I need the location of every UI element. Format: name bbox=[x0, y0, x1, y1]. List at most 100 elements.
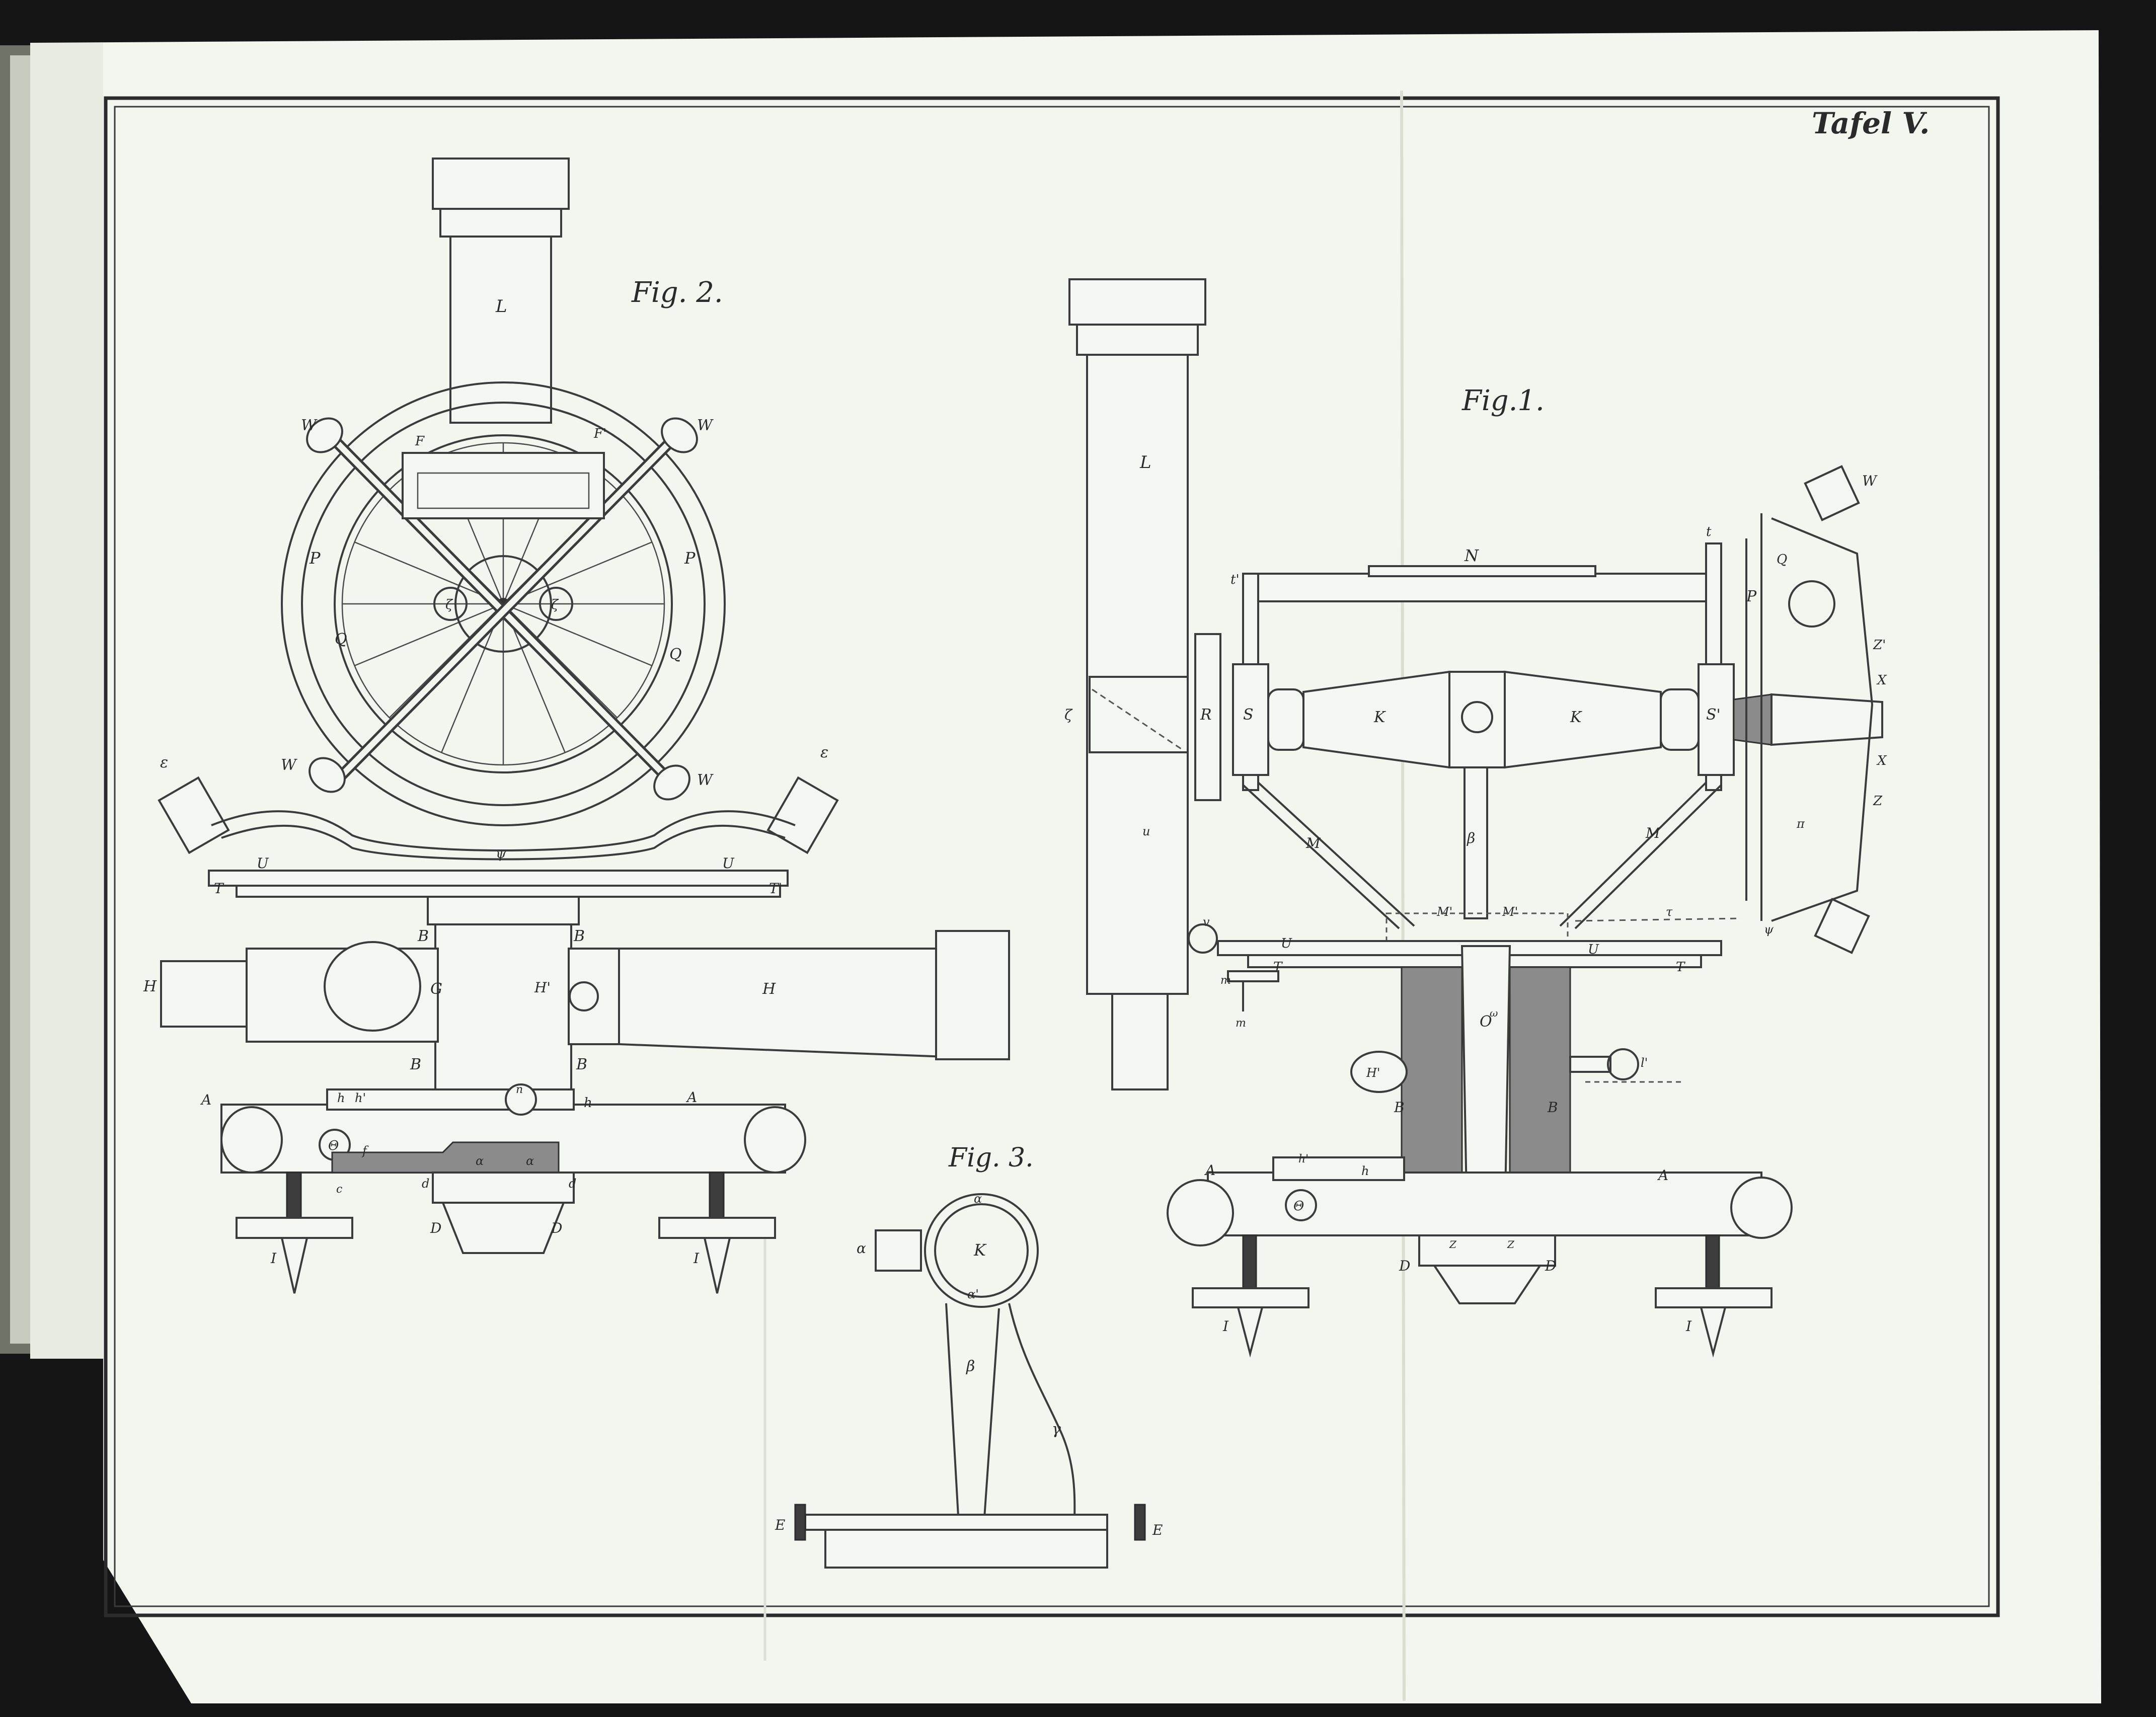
fig1-section-left bbox=[1401, 966, 1463, 1195]
fig1-base-right-cap bbox=[1730, 1177, 1793, 1239]
figure-1: Fig.1. L u v N t t' R S S' K bbox=[1064, 278, 1887, 1358]
fig2-label-G: G bbox=[430, 980, 442, 998]
fig1-label-D1: D bbox=[1399, 1258, 1410, 1274]
fig2-title: Fig. 2. bbox=[631, 276, 723, 309]
fig1-label-psi: ψ bbox=[1764, 922, 1774, 936]
fig2-eyepiece-ring bbox=[439, 208, 562, 238]
fig1-label-L: L bbox=[1139, 452, 1151, 473]
fig2-counterweight-G bbox=[324, 941, 421, 1032]
fig2-level-frame bbox=[402, 452, 605, 519]
fig2-label-H2: H bbox=[762, 980, 776, 998]
fig2-label-T-prime: T' bbox=[769, 880, 782, 897]
fig1-strut-right bbox=[1574, 784, 1722, 929]
fig2-label-L: L bbox=[495, 296, 507, 317]
fig2-curved-support-lower bbox=[221, 824, 786, 861]
fig2-base-right-cap bbox=[744, 1106, 806, 1174]
fig1-eyepiece-ring bbox=[1076, 324, 1199, 356]
fig1-label-m2: m bbox=[1236, 1017, 1246, 1030]
fig2-label-eps1: ε bbox=[160, 754, 168, 771]
fig2-outer-ring bbox=[281, 381, 726, 826]
fig1-label-X1: X bbox=[1876, 673, 1887, 688]
fig2-label-alpha2: α bbox=[526, 1154, 534, 1168]
plate-border-inner bbox=[114, 106, 1990, 1607]
fig2-label-zeta-1: ζ bbox=[445, 597, 453, 612]
fig2-label-h1: h bbox=[337, 1091, 345, 1105]
paper-fold-strip bbox=[30, 43, 103, 1359]
fig1-label-Q: Q bbox=[1777, 552, 1787, 567]
fig2-hub bbox=[454, 555, 552, 653]
binding-edge bbox=[10, 55, 30, 1344]
fig1-label-l-prime: l' bbox=[1641, 1056, 1648, 1070]
fig3-bar bbox=[804, 1514, 1108, 1531]
fig1-label-B1: B bbox=[1394, 1099, 1405, 1116]
fig1-label-U2: U bbox=[1588, 942, 1599, 957]
fig1-label-omega: ω bbox=[1490, 1007, 1498, 1019]
fig1-label-I2: I bbox=[1685, 1318, 1692, 1335]
fig2-plate-T bbox=[236, 885, 781, 898]
fig2-side-scopes bbox=[158, 776, 839, 854]
fig1-label-N: N bbox=[1464, 546, 1479, 565]
fig2-microscopes bbox=[306, 417, 698, 801]
fig1-label-Z: Z bbox=[1873, 794, 1883, 809]
fig1-telescope-tube bbox=[1086, 354, 1189, 995]
fig2-label-F: F bbox=[415, 434, 425, 449]
fig2-label-B4: B bbox=[576, 1056, 587, 1073]
fig1-base-left-cap bbox=[1167, 1179, 1234, 1246]
fig2-H-prime-knob bbox=[569, 981, 599, 1011]
fig2-label-d1: d bbox=[422, 1177, 429, 1191]
fig2-label-h-prime: h' bbox=[355, 1091, 366, 1105]
fig1-label-A1: A bbox=[1204, 1162, 1215, 1179]
fig2-label-psi: ψ bbox=[496, 846, 506, 862]
fig1-label-P: P bbox=[1746, 588, 1757, 605]
fig3-curve-gamma bbox=[1008, 1303, 1076, 1525]
fig2-label-I2: I bbox=[693, 1250, 700, 1267]
fig1-label-K1: K bbox=[1373, 709, 1386, 726]
fig3-end-screw-right bbox=[1134, 1504, 1146, 1541]
fig2-base-D-collar bbox=[432, 1172, 575, 1204]
fig1-label-u: u bbox=[1142, 824, 1150, 838]
fig1-microscope-top bbox=[1804, 465, 1860, 521]
fig1-prism-diagonal bbox=[1092, 688, 1183, 751]
fig1-label-M1: M bbox=[1305, 835, 1321, 851]
fig1-screw-l-prime bbox=[1569, 1056, 1611, 1073]
fig2-H-right-tube bbox=[618, 948, 947, 1058]
fig1-label-K2: K bbox=[1570, 709, 1582, 726]
fig1-label-B2: B bbox=[1547, 1099, 1558, 1116]
fig3-end-screw-left bbox=[794, 1504, 806, 1541]
fig1-label-Z-small-1: Z bbox=[1449, 1238, 1457, 1251]
fig3-inner-ring bbox=[934, 1203, 1029, 1298]
fig1-label-S: S bbox=[1243, 706, 1254, 724]
fig2-label-zeta-2: ζ bbox=[551, 597, 559, 612]
fig2-telescope-tube bbox=[449, 236, 552, 424]
fig3-label-gamma: γ bbox=[1052, 1421, 1061, 1438]
fig2-label-H1: H bbox=[143, 978, 157, 995]
fig1-label-D2: D bbox=[1545, 1258, 1556, 1274]
fig2-label-Q1: Q bbox=[335, 631, 347, 648]
fig1-label-beta: β bbox=[1467, 830, 1475, 846]
fig3-side-clamp bbox=[875, 1229, 922, 1272]
fig2-label-eps2: ε bbox=[820, 744, 828, 761]
fig1-knob-v bbox=[1188, 923, 1218, 954]
fig2-plate-U bbox=[208, 870, 789, 887]
fig1-section-right bbox=[1509, 966, 1571, 1195]
fig1-circle-Q-arm bbox=[1771, 517, 1874, 922]
fig1-label-M-prime-1: M' bbox=[1436, 905, 1452, 919]
fig2-label-W4: W bbox=[697, 771, 714, 789]
fig1-circle-P-edge bbox=[1745, 513, 1762, 921]
fig2-label-B3: B bbox=[410, 1056, 421, 1073]
fig1-label-H-prime: H' bbox=[1366, 1066, 1380, 1080]
fig3-label-alpha2: α bbox=[974, 1192, 982, 1206]
fig1-label-t: t bbox=[1706, 524, 1712, 539]
fig3-base bbox=[824, 1529, 1108, 1569]
fig2-eyepiece-top bbox=[432, 158, 570, 210]
fig2-screw-n bbox=[505, 1083, 537, 1116]
fig1-label-tau: τ bbox=[1666, 905, 1673, 919]
fig1-label-A2: A bbox=[1657, 1167, 1668, 1184]
figure-3: Fig. 3. K α α α' β γ E E bbox=[775, 1143, 1163, 1569]
fig1-label-X2: X bbox=[1876, 753, 1887, 768]
fig3-label-alpha-prime: α' bbox=[967, 1287, 979, 1301]
fig2-label-I1: I bbox=[270, 1250, 277, 1267]
fig1-right-hatch bbox=[1733, 693, 1773, 746]
fig1-arm-h bbox=[1272, 1156, 1405, 1181]
fig1-label-I1: I bbox=[1222, 1318, 1229, 1335]
